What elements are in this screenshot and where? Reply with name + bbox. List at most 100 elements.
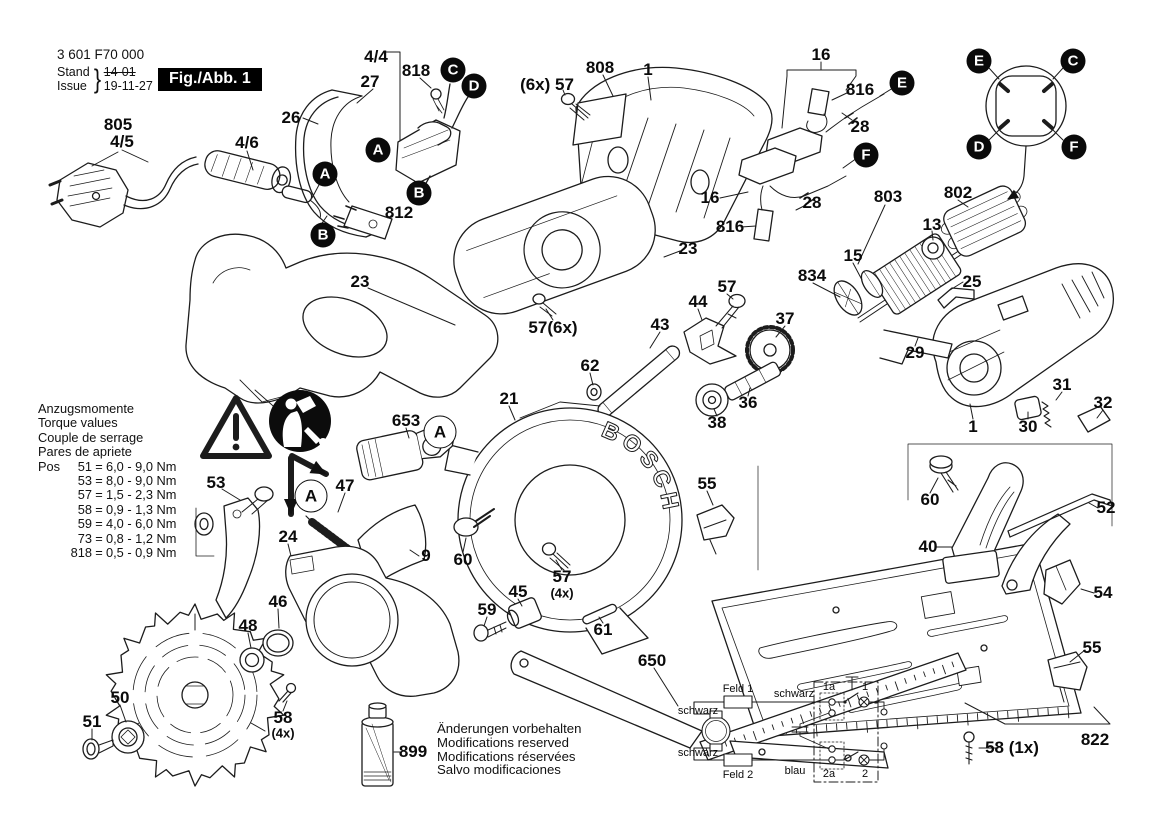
warning-triangle-icon bbox=[200, 395, 272, 459]
part-label: 812 bbox=[384, 203, 414, 222]
part-label: 4/4 bbox=[364, 47, 388, 66]
part-label: 1 bbox=[968, 417, 978, 436]
callout-letter-A: A bbox=[312, 161, 338, 187]
part-label: 57(6x) bbox=[528, 318, 578, 337]
part-label: 805 bbox=[103, 115, 133, 134]
part-label: 55 bbox=[697, 474, 717, 493]
part-label: 16 bbox=[811, 45, 831, 64]
part-label: 818 bbox=[401, 61, 431, 80]
part-label: 62 bbox=[580, 356, 600, 375]
screw-57-4x-drawing bbox=[541, 542, 571, 571]
part-label: 4/6 bbox=[235, 133, 259, 152]
torque-title: Couple de serrage bbox=[38, 429, 144, 445]
part-label: 31 bbox=[1052, 375, 1072, 394]
label-plate-drawing bbox=[572, 93, 627, 146]
torque-row: 59=4,0 - 6,0 Nm bbox=[77, 516, 177, 532]
stand-value-old: 14-01 bbox=[103, 65, 136, 79]
part-label: 52 bbox=[1096, 498, 1116, 517]
callout-letter-D: D bbox=[461, 73, 487, 99]
torque-row: 58=0,9 - 1,3 Nm bbox=[77, 501, 177, 517]
torque-row: 73=0,8 - 1,2 Nm bbox=[77, 530, 177, 546]
detent-parts-drawing bbox=[1014, 395, 1111, 433]
wiring-label: Feld 1 bbox=[722, 683, 754, 695]
screw-57-6x-mid-drawing bbox=[532, 293, 557, 317]
callout-letter-E: E bbox=[889, 70, 915, 96]
modification-note: Änderungen vorbehalten bbox=[437, 721, 582, 736]
leader-lines bbox=[91, 51, 1113, 753]
part-label: (4x) bbox=[550, 585, 574, 601]
part-label: 803 bbox=[873, 187, 903, 206]
part-label: 21 bbox=[499, 389, 519, 408]
part-label: 653 bbox=[391, 411, 421, 430]
torque-title: Pares de apriete bbox=[38, 444, 132, 460]
clamp-lever-drawing bbox=[194, 486, 274, 619]
modification-note: Modifications reserved bbox=[437, 734, 569, 750]
part-label: 9 bbox=[421, 546, 431, 565]
part-label: 60 bbox=[920, 490, 940, 509]
wiring-label: 2a bbox=[822, 768, 836, 780]
screw-58-1x-drawing bbox=[963, 731, 975, 765]
gear-train-drawing bbox=[586, 293, 795, 418]
part-label: 802 bbox=[943, 183, 973, 202]
part-label: 834 bbox=[797, 266, 827, 285]
screw-59-drawing bbox=[473, 621, 507, 642]
part-label: 58 (1x) bbox=[985, 738, 1039, 757]
part-label: 59 bbox=[477, 600, 497, 619]
issue-value: 19-11-27 bbox=[103, 79, 153, 93]
part-label: 27 bbox=[360, 72, 380, 91]
callout-letter-E: E bbox=[966, 48, 992, 74]
part-label: 29 bbox=[905, 343, 925, 362]
part-label: 50 bbox=[110, 688, 130, 707]
part-label: 57 bbox=[552, 567, 572, 586]
oring-46-drawing bbox=[262, 629, 294, 657]
wiring-diagram-drawing bbox=[693, 676, 888, 783]
callout-letter-A: A bbox=[423, 415, 457, 449]
wiring-label: blau bbox=[784, 765, 806, 777]
part-label: 53 bbox=[206, 473, 226, 492]
part-label: 46 bbox=[268, 592, 288, 611]
part-label: 23 bbox=[350, 272, 370, 291]
modification-note: Salvo modificaciones bbox=[437, 762, 561, 778]
part-label: 26 bbox=[281, 108, 301, 127]
wiring-label: 1a bbox=[822, 681, 836, 693]
model-number: 3 601 F70 000 bbox=[57, 47, 145, 62]
saw-blade-drawing bbox=[105, 603, 285, 787]
callout-letter-F: F bbox=[1061, 134, 1087, 160]
part-label: 899 bbox=[398, 742, 428, 761]
callout-letter-A: A bbox=[365, 137, 391, 163]
callout-letter-B: B bbox=[310, 222, 336, 248]
drawing-header: 3 601 F70 000 Stand Issue } 14-01 19-11-… bbox=[57, 47, 153, 93]
motor-field-housing-drawing bbox=[932, 263, 1114, 408]
modification-note: Modifications réservées bbox=[437, 748, 576, 764]
torque-title: Anzugsmomente bbox=[38, 401, 135, 416]
read-manual-icon bbox=[269, 390, 331, 452]
bracket-29-drawing bbox=[879, 329, 953, 365]
torque-row: 57=1,5 - 2,3 Nm bbox=[77, 487, 177, 503]
part-label: 28 bbox=[850, 117, 870, 136]
brush-holder-drawing bbox=[738, 88, 885, 242]
callout-letter-C: C bbox=[1060, 48, 1086, 74]
part-label: (6x) 57 bbox=[520, 75, 574, 94]
part-label: 55 bbox=[1082, 638, 1102, 657]
blade-flange-50-drawing bbox=[111, 720, 145, 754]
stator-diagram-drawing bbox=[985, 65, 1067, 200]
part-label: 30 bbox=[1018, 417, 1038, 436]
part-label: 24 bbox=[278, 527, 298, 546]
part-label: 38 bbox=[707, 413, 727, 432]
part-label: 23 bbox=[678, 239, 698, 258]
part-label: 61 bbox=[593, 620, 613, 639]
blade-bolt-51-drawing bbox=[82, 738, 114, 760]
wiring-label: schwarz bbox=[677, 705, 719, 717]
stator-drawing bbox=[940, 185, 1028, 257]
part-label: 57 bbox=[717, 277, 737, 296]
rip-fence-drawing bbox=[510, 650, 967, 769]
depth-guide-drawing bbox=[929, 455, 1081, 605]
wiring-label: 1 bbox=[861, 681, 869, 693]
part-label: 1 bbox=[643, 60, 653, 79]
part-label: 16 bbox=[700, 188, 720, 207]
lower-guard-drawing bbox=[285, 545, 460, 697]
